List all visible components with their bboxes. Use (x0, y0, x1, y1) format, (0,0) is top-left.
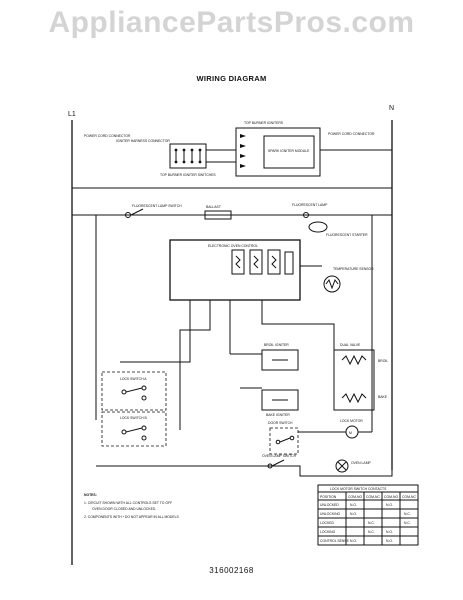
site-watermark: AppliancePartsPros.com (48, 6, 415, 39)
temp-sensor-label: TEMPERATURE SENSOR (333, 267, 374, 271)
terminal-n: N (389, 105, 394, 112)
fluorescent-circuit (125, 208, 328, 233)
lock-table: LOCK MOTOR SWITCH CONTACTS POSITION COM-… (317, 484, 419, 546)
lock-table-cell: UNLOCKING (320, 512, 341, 516)
notes-heading: NOTES: (84, 493, 97, 497)
svg-text:M: M (349, 431, 352, 435)
lock-table-cell: N.O. (386, 503, 393, 507)
lock-switch-b (101, 411, 167, 447)
note-2: 2. COMPONENTS WITH * DO NOT APPEAR IN AL… (84, 515, 180, 519)
lock-table-cell: UNLOCKED (320, 503, 339, 507)
lock-table-header: POSITION (320, 495, 337, 499)
lock-table-header: COM-NC (402, 495, 416, 499)
lock-motor-label: LOCK MOTOR (340, 419, 363, 423)
note-1: 1. CIRCUIT SHOWN WITH ALL CONTROLS SET T… (84, 501, 172, 505)
electronic-oven-control (169, 239, 341, 301)
lock-table-title: LOCK MOTOR SWITCH CONTACTS (330, 487, 387, 491)
lock-table-cell: N.O. (386, 530, 393, 534)
lock-switch-a-label: LOCK SWITCH A (120, 377, 147, 381)
top-burner-switches (169, 143, 236, 169)
lock-table-header: COM-NC (366, 495, 380, 499)
top-burner-igniters-label: TOP BURNER IGNITERS (244, 121, 284, 125)
lock-table-header: COM-NO (384, 495, 398, 499)
oven-lamp-circuit (96, 459, 393, 477)
lock-table-cell: N.C. (368, 521, 375, 525)
lock-table-cell: LOCKING (320, 530, 336, 534)
door-switch (269, 427, 299, 455)
oven-lamp-label: OVEN LAMP (351, 461, 372, 465)
lock-table-cell: N.O. (350, 512, 357, 516)
note-1-cont: OVEN DOOR CLOSED AND UNLOCKED. (92, 507, 156, 511)
spark-module-label: SPARK IGNITER MODULE (268, 149, 310, 153)
dual-valve (333, 349, 375, 411)
lock-switch-b-label: LOCK SWITCH B (120, 416, 147, 420)
lock-table-cell: CONTROL SENSE (320, 539, 350, 543)
oven-lamp-switch-label: OVEN LAMP SWITCH (262, 454, 297, 458)
dual-valve-label: DUAL VALVE (340, 343, 361, 347)
broil-bake-igniters (261, 349, 299, 411)
fluorescent-switch-label: FLUORESCENT LAMP SWITCH (132, 204, 182, 208)
fluorescent-lamp-label: FLUORESCENT LAMP (292, 203, 328, 207)
notes: NOTES: 1. CIRCUIT SHOWN WITH ALL CONTROL… (84, 493, 180, 519)
spark-module (235, 127, 392, 177)
lock-table-cell: N.O. (350, 539, 357, 543)
lock-table-cell: N.C. (368, 530, 375, 534)
eoc-label: ELECTRONIC OVEN CONTROL (208, 244, 258, 248)
lock-table-cell: N.C. (404, 521, 411, 525)
bake-igniter-label: BAKE IGNITER (266, 413, 290, 417)
lock-table-cell: LOCKED (320, 521, 334, 525)
lock-table-cell: N.O. (386, 539, 393, 543)
power-cord-left-label: POWER CORD CONNECTOR (84, 134, 131, 138)
lock-table-cell: N.C. (404, 512, 411, 516)
control-wiring (95, 215, 373, 432)
power-cord-right-label: POWER CORD CONNECTOR (328, 132, 375, 136)
ballast-label: BALLAST (206, 205, 221, 209)
broil-igniter-label: BROIL IGNITER (264, 343, 289, 347)
lock-switch-a (101, 371, 167, 411)
lock-motor: M (298, 425, 372, 439)
igniter-harness-label: IGNITER HARNESS CONNECTOR (116, 139, 170, 143)
top-burner-switches-label: TOP BURNER IGNITER SWITCHES (160, 173, 216, 177)
bake-label: BAKE (378, 395, 388, 399)
door-switch-label: DOOR SWITCH (268, 421, 293, 425)
part-number: 316002168 (209, 566, 254, 575)
lock-table-header: COM-NO (348, 495, 362, 499)
lock-table-cell: N.O. (350, 503, 357, 507)
broil-label: BROIL (378, 359, 388, 363)
diagram-title: WIRING DIAGRAM (196, 74, 267, 83)
terminal-l1: L1 (68, 111, 76, 118)
fluorescent-starter-label: FLUORESCENT STARTER (326, 233, 368, 237)
